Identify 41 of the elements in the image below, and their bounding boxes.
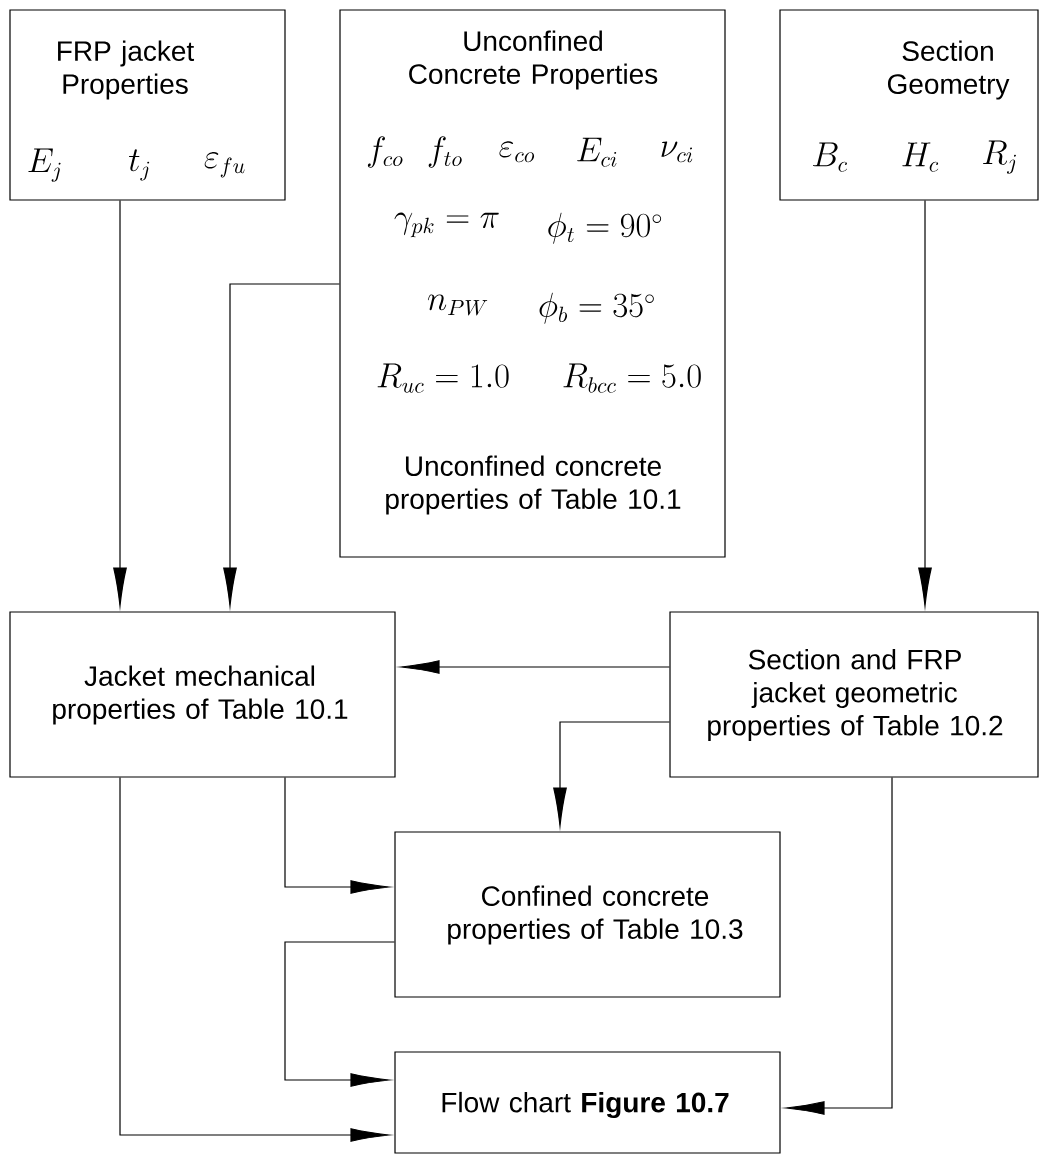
process-box [339, 9, 726, 558]
formula: $\gamma_{pk}=\pi$ [394, 212, 499, 238]
arrow [918, 200, 932, 607]
arrow [284, 777, 390, 894]
formula: $R_j$ [983, 140, 1016, 174]
box-text: Unconfined concrete properties of Table 10.1 [386, 455, 681, 515]
process-box [9, 9, 286, 201]
arrow [785, 777, 893, 1115]
formula: $\varepsilon_{fu}$ [204, 152, 245, 178]
formula: $R_{uc}=1.0$ [377, 363, 509, 393]
formula: $H_c$ [902, 142, 939, 172]
arrow [400, 660, 670, 674]
box-text: Section and FRP jacket geometric properties of Table 10.2 [708, 648, 1003, 742]
formula: $f_{to}$ [428, 136, 462, 168]
formula: $E_{ci}$ [577, 137, 617, 167]
box-text: Flow chart Figure 10.7 [442, 1091, 729, 1119]
formula: $\varepsilon_{co}$ [499, 141, 535, 163]
formula: $\nu_{ci}$ [661, 141, 693, 163]
box-text: Jacket mechanical properties of Table 10.1 [53, 665, 348, 725]
formula: $E_j$ [28, 148, 61, 182]
box-text: Confined concrete properties of Table 10.3 [448, 885, 743, 945]
box-text: Unconfined Concrete Properties [409, 30, 658, 90]
formula: $B_c$ [813, 142, 848, 172]
arrow [113, 200, 127, 607]
arrow [223, 283, 340, 607]
box-text: Section Geometry [887, 40, 1010, 100]
box-text: FRP jacket Properties [58, 40, 195, 100]
arrow [553, 721, 670, 827]
formula: $\phi_t=90^\circ$ [548, 212, 662, 244]
process-box [9, 611, 396, 778]
formula: $R_{bcc}=5.0$ [563, 363, 701, 393]
formula: $t_j$ [129, 149, 150, 181]
arrow [284, 941, 395, 1087]
process-box [394, 831, 781, 998]
formula: $f_{co}$ [367, 136, 403, 168]
process-box [669, 611, 1039, 778]
arrow [119, 777, 390, 1142]
process-box [779, 9, 1039, 201]
formula: $n_{PW}$ [427, 294, 488, 316]
process-box [394, 1051, 781, 1154]
formula: $\phi_b=35^\circ$ [539, 292, 654, 324]
